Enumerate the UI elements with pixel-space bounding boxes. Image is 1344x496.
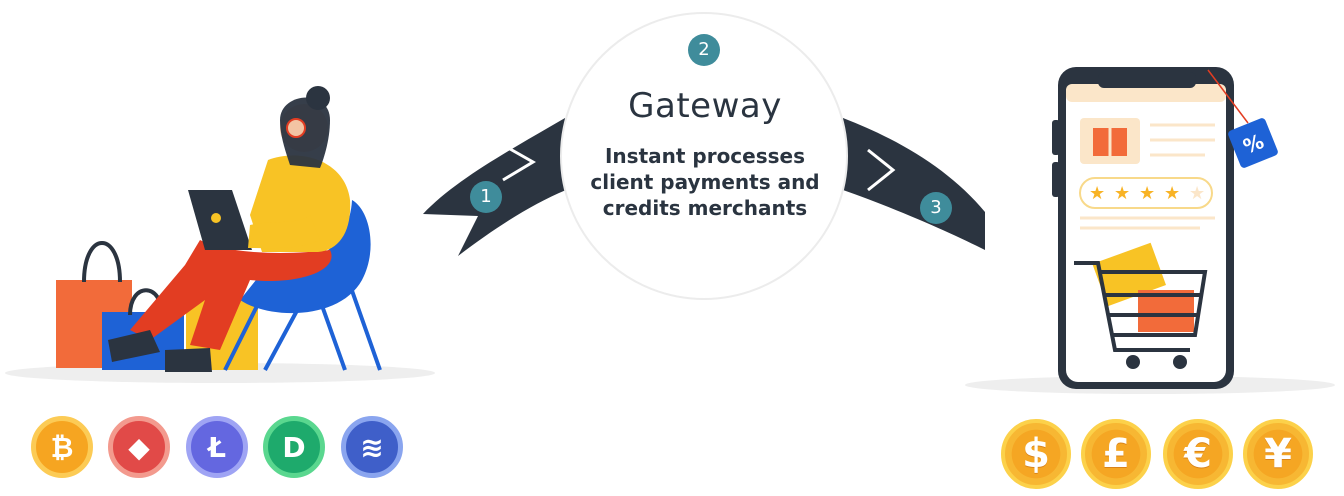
step-1-badge: 1 [470,181,502,213]
discount-tag: % [1228,118,1278,168]
legs [130,240,332,350]
yen-coin-icon: ¥ [1243,419,1313,489]
bitcoin-icon: ₿ [31,416,93,478]
star-1: ★ [1089,183,1105,204]
pound-coin-icon: £ [1081,419,1151,489]
rating-bar [1079,177,1213,209]
litecoin-icon: Ł [186,416,248,478]
gateway-title: Gateway [628,86,782,126]
phone-illustration: ★ ★ ★ ★ ★ % [1052,67,1278,389]
arrow-right [843,118,985,250]
layers-coin-icon: ≋ [341,416,403,478]
star-2: ★ [1114,183,1130,204]
dollar-coin-icon: $ [1001,419,1071,489]
star-3: ★ [1139,183,1155,204]
gateway-description: Instant processes client payments and cr… [590,144,820,220]
dash-icon: D [263,416,325,478]
rating-stars: ★ ★ ★ ★ ★ [1089,183,1205,204]
shopper-illustration [56,86,382,372]
chair [240,200,371,314]
shopping-cart-icon [1074,242,1208,369]
star-4: ★ [1164,183,1180,204]
gateway-circle [560,12,848,300]
step-2-badge: 2 [688,34,720,66]
star-5: ★ [1189,183,1205,204]
ethereum-icon: ◆ [108,416,170,478]
euro-coin-icon: € [1163,419,1233,489]
step-3-badge: 3 [920,192,952,224]
